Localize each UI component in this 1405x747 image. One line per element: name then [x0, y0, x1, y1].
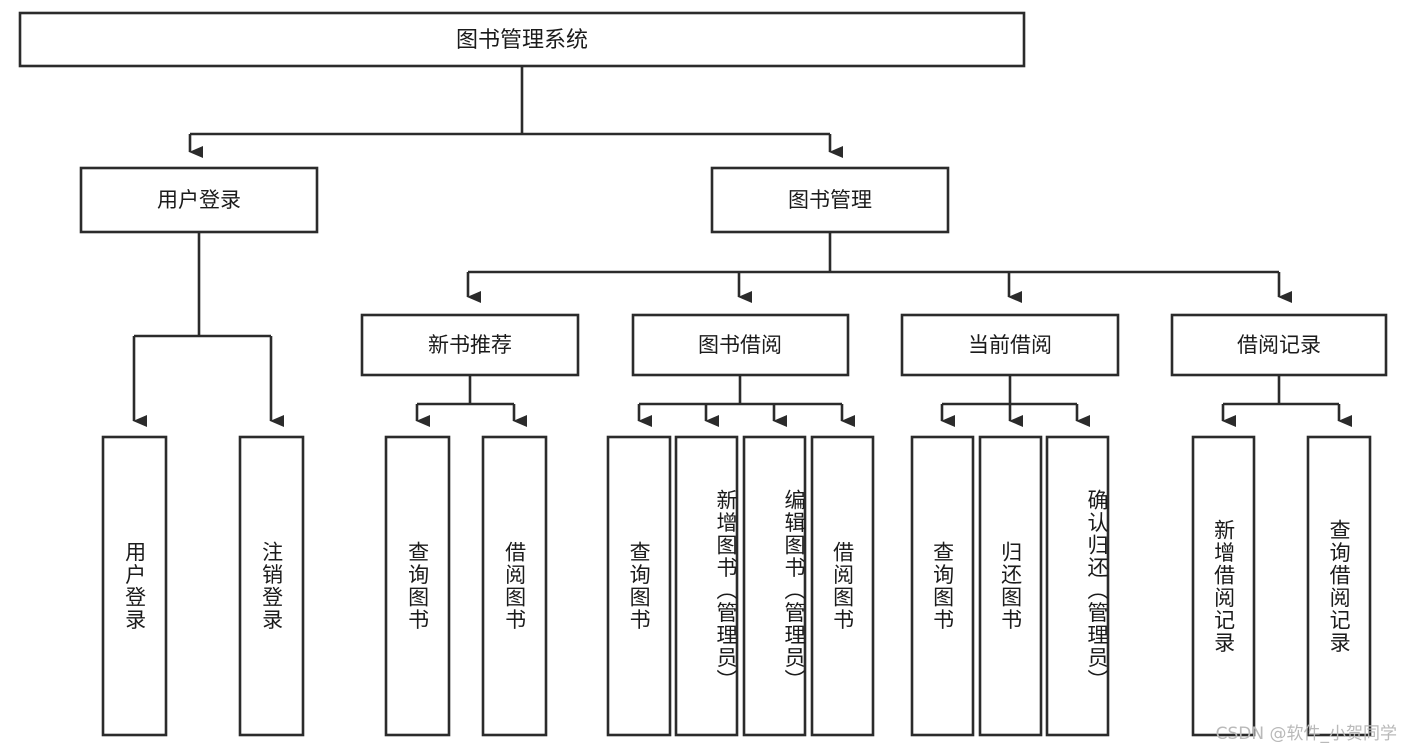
leaf-node-recommend-query-book[interactable]: [384, 435, 451, 737]
node-root[interactable]: 图书管理系统: [18, 11, 1026, 68]
node-new-book-recommend[interactable]: 新书推荐: [360, 313, 580, 377]
node-book-borrow[interactable]: 图书借阅: [631, 313, 850, 377]
connector-new-book-recommend-to-leaves: [415, 375, 527, 427]
connector-root-to-level2: [188, 66, 843, 158]
node-book-management-label: 图书管理: [788, 188, 872, 212]
leaf-node-recommend-borrow-book[interactable]: [481, 435, 548, 737]
csdn-watermark: CSDN @软件_小贺同学: [1215, 724, 1397, 744]
leaf-node-user-login-logout[interactable]: [238, 435, 305, 737]
leaf-node-current-confirm-return[interactable]: [1045, 435, 1110, 737]
leaf-node-user-login-login[interactable]: [101, 435, 168, 737]
node-book-management[interactable]: 图书管理: [710, 166, 950, 234]
node-user-login[interactable]: 用户登录: [79, 166, 319, 234]
node-current-borrow[interactable]: 当前借阅: [900, 313, 1120, 377]
connector-user-login-to-leaves: [132, 232, 284, 427]
leaf-node-borrow-borrow-book[interactable]: [810, 435, 875, 737]
leaf-node-current-query-book[interactable]: [910, 435, 975, 737]
connector-book-borrow-to-leaves: [637, 375, 855, 427]
node-new-book-recommend-label: 新书推荐: [428, 333, 512, 357]
node-book-borrow-label: 图书借阅: [698, 333, 782, 357]
node-borrow-records-label: 借阅记录: [1237, 333, 1321, 357]
leaf-node-records-add-record[interactable]: [1191, 435, 1256, 737]
leaf-node-current-return-book[interactable]: [978, 435, 1043, 737]
leaf-node-borrow-edit-book[interactable]: [742, 435, 807, 737]
leaf-node-borrow-add-book[interactable]: [674, 435, 739, 737]
leaf-node-borrow-query-book[interactable]: [606, 435, 672, 737]
leaf-node-records-query-record[interactable]: [1306, 435, 1372, 737]
connector-current-borrow-to-leaves: [940, 375, 1090, 427]
connector-book-management-to-level3: [466, 232, 1292, 303]
node-borrow-records[interactable]: 借阅记录: [1170, 313, 1388, 377]
node-user-login-label: 用户登录: [157, 188, 241, 212]
node-current-borrow-label: 当前借阅: [968, 333, 1052, 357]
node-root-label: 图书管理系统: [456, 28, 588, 53]
connector-borrow-records-to-leaves: [1221, 375, 1352, 427]
